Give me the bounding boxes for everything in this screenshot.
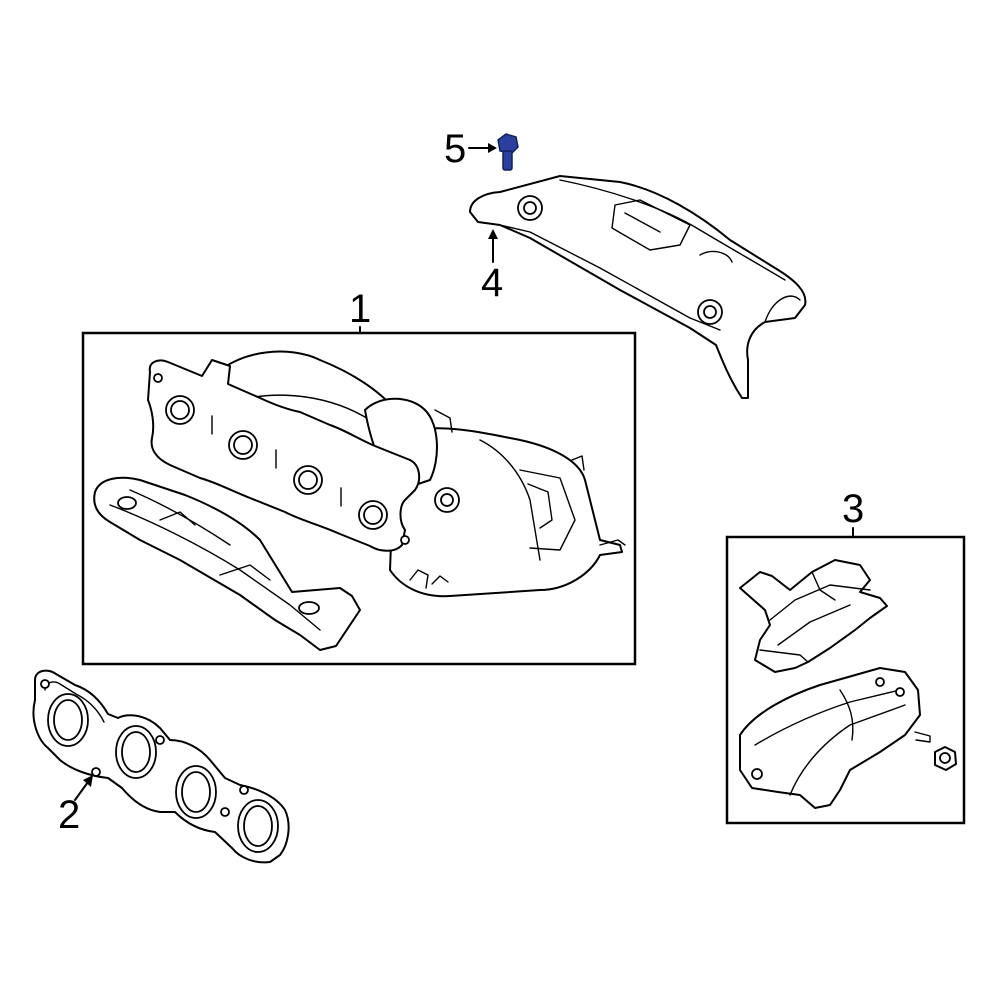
- lower-large-shield-rib-1: [754, 689, 901, 746]
- heat-shield-set-part-3[interactable]: [739, 559, 957, 809]
- heat-shield-tab: [699, 250, 733, 263]
- lower-shield-hole-2: [298, 601, 320, 615]
- lower-shield-rib-2: [129, 489, 231, 546]
- heat-shield-pad-rib: [624, 212, 661, 233]
- heat-shield-bolt-hole-1: [523, 201, 537, 215]
- catalytic-converter-body: [389, 427, 623, 598]
- lower-shield-hole-a: [875, 677, 885, 687]
- manifold-assembly-box: [81, 331, 637, 666]
- collector-tab: [434, 409, 453, 433]
- upper-small-shield-rib-2: [777, 604, 851, 646]
- gasket-port-3-inner: [181, 771, 211, 813]
- gasket-port-1-inner: [53, 699, 83, 741]
- gasket-stud-hole-1: [40, 679, 50, 689]
- lower-heat-shield: [93, 476, 361, 651]
- callout-4-label[interactable]: 4: [481, 261, 503, 305]
- gasket-port-2-inner: [121, 731, 151, 773]
- converter-stud: [571, 455, 585, 471]
- heat-shield-lower-edge: [499, 224, 721, 331]
- manifold-flange: [147, 359, 421, 552]
- flange-port-3-inner: [298, 470, 318, 490]
- heat-shield-bolt-hole-2: [703, 305, 717, 319]
- callout-5-label[interactable]: 5: [444, 127, 466, 171]
- lower-shield-hole-1: [117, 496, 137, 510]
- flange-port-2-inner: [233, 435, 253, 455]
- callout-2-leader: [74, 781, 89, 801]
- callout-2-arrowhead: [83, 775, 93, 787]
- lower-shield-rib-3: [219, 564, 271, 581]
- callout-5-arrowhead: [488, 143, 497, 153]
- lower-large-shield-fold: [839, 689, 854, 741]
- converter-bottom-stud-2: [431, 575, 449, 585]
- callout-3-label[interactable]: 3: [842, 487, 864, 531]
- callout-1-group[interactable]: 1: [349, 287, 371, 334]
- gasket-part-2[interactable]: [32, 669, 290, 864]
- heat-shield-right-flange: [764, 295, 801, 323]
- gasket-stud-hole-5: [239, 785, 249, 795]
- heat-shield-part-4[interactable]: [469, 175, 807, 399]
- bolt-head: [497, 133, 519, 154]
- converter-seam: [479, 439, 541, 561]
- heat-shield-crest: [559, 179, 786, 281]
- gasket-stud-hole-2: [155, 735, 165, 745]
- callout-4-group[interactable]: 4: [481, 229, 503, 305]
- heat-shield-set-box: [725, 535, 966, 825]
- lower-shield-stud: [914, 731, 931, 743]
- lower-shield-hole-b: [895, 687, 905, 697]
- shield-nut-bore: [939, 752, 951, 764]
- flange-stud-hole-1: [153, 373, 163, 383]
- callout-4-arrowhead: [488, 229, 498, 239]
- flange-port-4-inner: [363, 505, 383, 525]
- oxygen-sensor-port-inner: [440, 493, 454, 507]
- upper-small-shield-rib-1: [769, 584, 871, 621]
- lower-large-shield-rib-2: [789, 704, 906, 796]
- converter-outlet-stud: [599, 539, 626, 546]
- bolt-part-5[interactable]: [497, 133, 519, 171]
- callout-2-label[interactable]: 2: [58, 793, 80, 837]
- callout-3-group[interactable]: 3: [842, 487, 864, 538]
- callout-1-label[interactable]: 1: [349, 287, 371, 331]
- callout-2-group[interactable]: 2: [58, 775, 93, 837]
- gasket-stud-hole-3: [91, 767, 101, 777]
- lower-large-shield: [739, 667, 921, 809]
- converter-bottom-stud-1: [409, 569, 429, 589]
- upper-small-shield-fold: [811, 571, 836, 601]
- bolt-shank: [502, 150, 513, 171]
- lower-shield-rib-1: [109, 504, 321, 631]
- heat-shield-embossed-pad: [611, 199, 691, 251]
- heat-shield-outline: [469, 175, 807, 399]
- converter-bracket-inner: [527, 483, 553, 529]
- gasket-stud-hole-4: [220, 807, 230, 817]
- converter-bracket: [519, 469, 576, 551]
- flange-port-1-inner: [170, 400, 190, 420]
- lower-shield-hole-c: [751, 768, 763, 780]
- exhaust-manifold-part-1[interactable]: [93, 350, 626, 651]
- gasket-port-4-inner: [243, 805, 273, 847]
- upper-small-shield-lip: [759, 649, 809, 663]
- flange-stud-hole-2: [400, 535, 410, 545]
- lower-shield-tab: [159, 511, 196, 526]
- callout-5-group[interactable]: 5: [444, 127, 497, 171]
